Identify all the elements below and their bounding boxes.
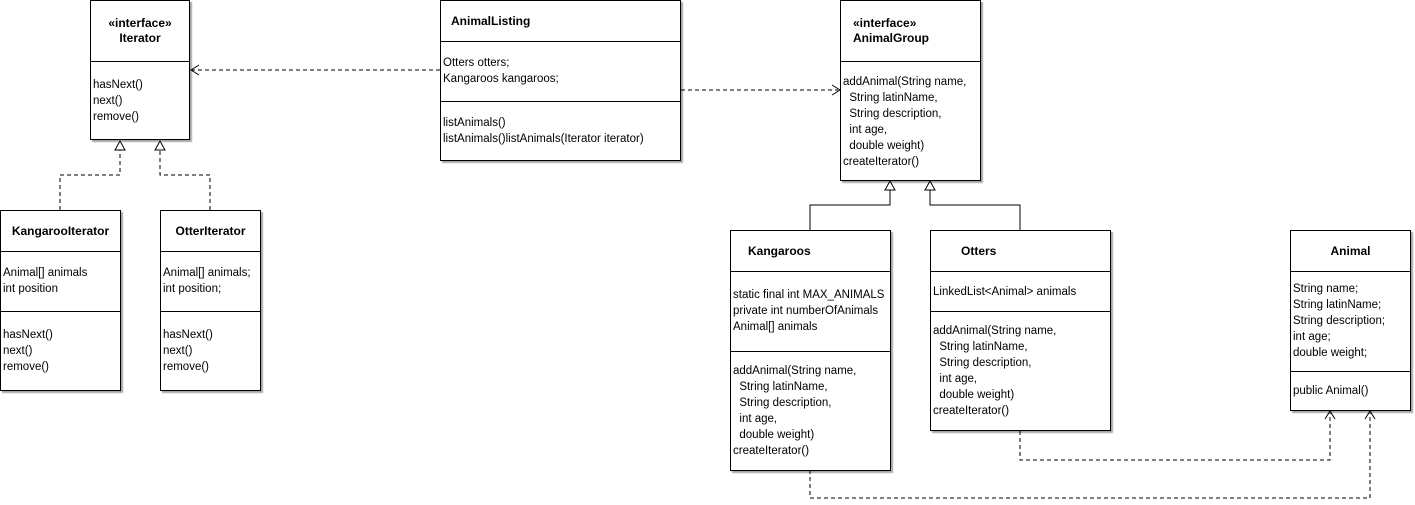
class-otter-iterator[interactable]: OtterIterator Animal[] animals; int posit… xyxy=(160,210,261,391)
inheritance-otters xyxy=(929,190,1021,230)
attributes-section: String name; String latinName; String desc… xyxy=(1291,272,1410,372)
operation-line: next() xyxy=(163,345,193,357)
operation-line: String latinName, xyxy=(843,92,938,104)
class-name: AnimalGroup xyxy=(853,31,930,45)
attribute-line: Animal[] animals xyxy=(3,267,88,279)
class-animal-group[interactable]: «interface» AnimalGroup addAnimal(String… xyxy=(840,0,981,181)
operation-line: String latinName, xyxy=(733,381,828,393)
inheritance-triangle-otters xyxy=(924,179,936,191)
attribute-line: Animal[] animals xyxy=(733,321,818,333)
operation-line: hasNext() xyxy=(3,329,53,341)
operation-line: createIterator() xyxy=(933,405,1010,417)
operation-line: String description, xyxy=(933,357,1032,369)
operations-section: hasNext() next() remove() xyxy=(1,312,120,375)
operation-line: addAnimal(String name, xyxy=(733,365,857,377)
attributes-section: Animal[] animals int position xyxy=(1,252,120,312)
operation-line: addAnimal(String name, xyxy=(933,325,1057,337)
realization-triangle-kangarooiterator xyxy=(114,139,126,151)
operation-line: int age, xyxy=(933,373,978,385)
dependency-arrowhead-otters-animal xyxy=(1324,410,1336,420)
operation-line: hasNext() xyxy=(93,79,143,91)
operations-section: addAnimal(String name, String latinName,… xyxy=(731,352,890,459)
operation-line: double weight) xyxy=(843,140,925,152)
operation-line: remove() xyxy=(163,361,210,373)
class-otters[interactable]: Otters LinkedList<Animal> animals addAni… xyxy=(930,230,1111,431)
class-header: KangarooIterator xyxy=(1,211,120,252)
class-header: «interface» Iterator xyxy=(91,1,189,62)
class-header: Kangaroos xyxy=(731,231,890,272)
operation-line: createIterator() xyxy=(733,445,810,457)
operation-line: listAnimals() xyxy=(443,117,506,129)
operation-line: String description, xyxy=(733,397,832,409)
attribute-line: String latinName; xyxy=(1293,299,1382,311)
attribute-line: int position; xyxy=(163,283,222,295)
stereotype-label: «interface» xyxy=(108,16,172,30)
class-animal[interactable]: Animal String name;String latinName;Stri… xyxy=(1290,230,1411,411)
realization-triangle-otteriterator xyxy=(154,139,166,151)
operation-line: remove() xyxy=(93,111,140,123)
operations-section: addAnimal(String name, String latinName,… xyxy=(931,312,1110,419)
attribute-line: Animal[] animals; xyxy=(163,267,251,279)
class-name: Kangaroos xyxy=(748,244,811,258)
operations-section: listAnimals() listAnimals()listAnimals(It… xyxy=(441,102,680,147)
class-header: AnimalListing xyxy=(441,1,680,42)
stereotype-label: «interface» xyxy=(853,16,917,30)
operation-line: public Animal() xyxy=(1293,385,1369,397)
dependency-arrowhead-kangaroos-animal xyxy=(1364,410,1376,420)
operation-line: double weight) xyxy=(733,429,815,441)
class-name: Otters xyxy=(961,244,997,258)
operation-line: next() xyxy=(93,95,123,107)
dependency-kangaroos-to-animal xyxy=(809,413,1371,499)
operation-line: createIterator() xyxy=(843,156,920,168)
attribute-line: LinkedList<Animal> animals xyxy=(933,286,1077,298)
inheritance-triangle-kangaroos xyxy=(884,179,896,191)
operation-line: next() xyxy=(3,345,33,357)
attribute-line: int position xyxy=(3,283,58,295)
realization-kangarooiterator xyxy=(59,150,121,210)
dependency-otters-to-animal xyxy=(1019,413,1331,461)
operation-line: addAnimal(String name, xyxy=(843,76,967,88)
class-animal-listing[interactable]: AnimalListing Otters otters; Kangaroos ka… xyxy=(440,0,681,161)
attribute-line: String name; xyxy=(1293,283,1359,295)
attribute-line: double weight; xyxy=(1293,347,1368,359)
operation-line: int age, xyxy=(733,413,778,425)
class-header: OtterIterator xyxy=(161,211,260,252)
realization-otteriterator xyxy=(159,150,211,210)
attribute-line: String description; xyxy=(1293,315,1386,327)
attributes-section: LinkedList<Animal> animals xyxy=(931,272,1110,312)
attribute-line: Kangaroos kangaroos; xyxy=(443,73,559,85)
operations-section: hasNext() next() remove() xyxy=(161,312,260,375)
operations-section: addAnimal(String name, String latinName,… xyxy=(841,62,980,170)
attributes-section: Otters otters; Kangaroos kangaroos; xyxy=(441,42,680,102)
operation-line: remove() xyxy=(3,361,50,373)
operation-line: String latinName, xyxy=(933,341,1028,353)
operations-section: public Animal() xyxy=(1291,372,1410,399)
operation-line: double weight) xyxy=(933,389,1015,401)
operation-line: String description, xyxy=(843,108,942,120)
class-iterator[interactable]: «interface» Iterator hasNext() next() remo… xyxy=(90,0,190,140)
operations-section: hasNext() next() remove() xyxy=(91,62,189,125)
class-name: Iterator xyxy=(119,31,161,45)
attribute-line: static final int MAX_ANIMALS xyxy=(733,289,885,301)
operation-line: hasNext() xyxy=(163,329,213,341)
class-header: Otters xyxy=(931,231,1110,272)
dependency-arrowhead-iterator xyxy=(190,64,200,76)
class-header: Animal xyxy=(1291,231,1410,272)
operation-line: listAnimals()listAnimals(Iterator iterat… xyxy=(443,133,644,145)
class-name: KangarooIterator xyxy=(11,224,110,238)
attribute-line: int age; xyxy=(1293,331,1331,343)
operation-line: int age, xyxy=(843,124,888,136)
attribute-line: Otters otters; xyxy=(443,57,510,69)
class-kangaroo-iterator[interactable]: KangarooIterator Animal[] animals int pos… xyxy=(0,210,121,391)
attribute-line: private int numberOfAnimals xyxy=(733,305,879,317)
class-name: AnimalListing xyxy=(451,14,531,28)
attributes-section: Animal[] animals; int position; xyxy=(161,252,260,312)
inheritance-kangaroos xyxy=(809,190,891,230)
class-name: Animal xyxy=(1330,244,1371,258)
class-header: «interface» AnimalGroup xyxy=(841,1,980,62)
class-name: OtterIterator xyxy=(175,224,246,238)
